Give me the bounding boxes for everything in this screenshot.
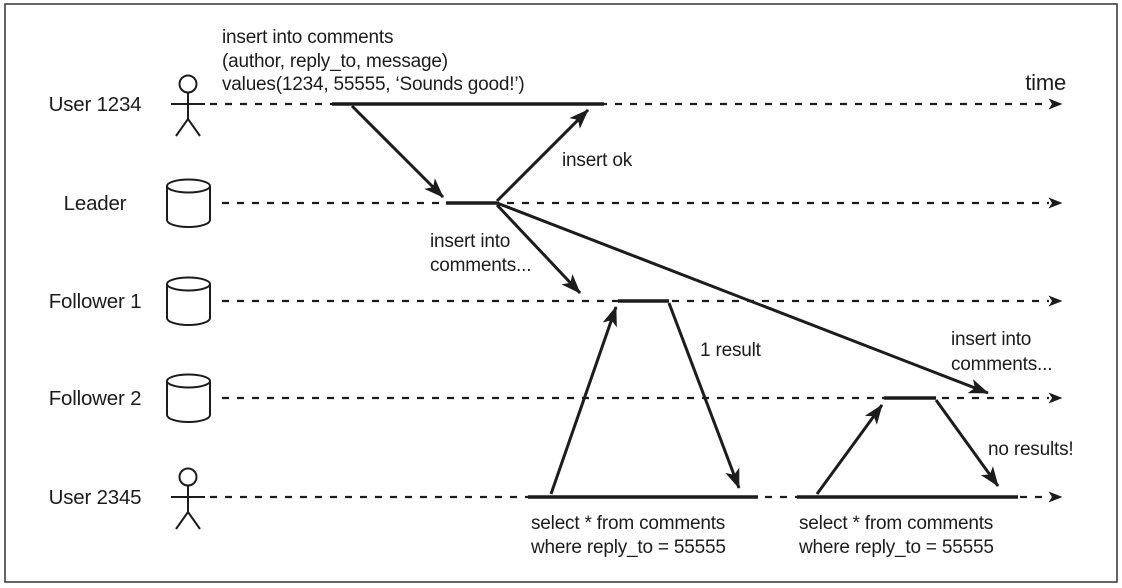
replicate-follower-1-line-2: comments... [430, 255, 531, 276]
figure-border [4, 3, 1118, 583]
lane-user-2345: User 2345 [49, 467, 1063, 530]
arrow-select-2-response [934, 399, 1000, 487]
select-query-2-line-1: select * from comments [799, 513, 993, 534]
insert-statement-line-3: values(1234, 55555, ‘Sounds good!’) [222, 74, 525, 95]
arrow-insert-to-leader [350, 104, 445, 199]
lane-leader: Leader [64, 178, 1063, 228]
insert-statement-line-2: (author, reply_to, message) [222, 51, 448, 72]
lane-label-leader: Leader [64, 192, 127, 215]
arrow-insert-ok [495, 108, 590, 203]
arrow-select-1-response [667, 302, 741, 489]
arrow-replicate-to-follower-1 [495, 203, 582, 295]
arrow-replicate-to-follower-2 [496, 201, 989, 395]
arrow-select-1-request [549, 306, 618, 495]
lane-label-user-2345: User 2345 [49, 486, 142, 509]
database-icon [166, 373, 211, 423]
database-icon [166, 178, 211, 228]
lane-label-follower-1: Follower 1 [49, 290, 142, 313]
select-query-1-line-1: select * from comments [531, 513, 725, 534]
replicate-follower-2-line-1: insert into [951, 329, 1031, 350]
lane-follower-2: Follower 2 [49, 373, 1063, 423]
person-icon [171, 74, 205, 137]
lane-label-follower-2: Follower 2 [49, 387, 142, 410]
replicate-follower-2-line-2: comments... [951, 354, 1052, 375]
replicate-follower-1-line-1: insert into [430, 231, 510, 252]
time-axis-label: time [1025, 70, 1066, 95]
arrow-select-2-request [815, 404, 884, 495]
insert-statement-line-1: insert into comments [222, 27, 393, 48]
no-results-label: no results! [988, 439, 1073, 460]
insert-ok-label: insert ok [562, 150, 633, 171]
lane-follower-1: Follower 1 [49, 276, 1063, 326]
lane-label-user-1234: User 1234 [49, 93, 142, 116]
select-query-1-line-2: where reply_to = 55555 [530, 537, 726, 558]
database-icon [166, 276, 211, 326]
one-result-label: 1 result [700, 340, 762, 361]
person-icon [171, 467, 205, 530]
select-query-2-line-2: where reply_to = 55555 [798, 537, 994, 558]
